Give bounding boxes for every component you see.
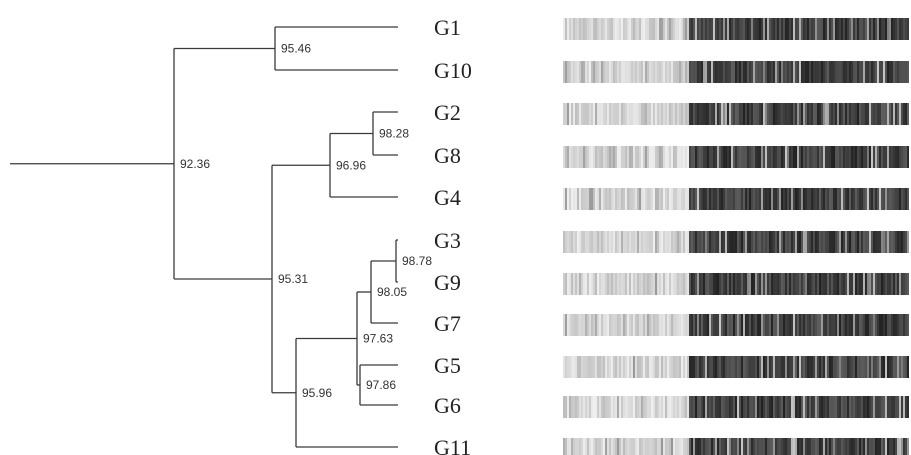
similarity-labels: 95.46 98.28 96.96 98.78 98.05 97.86 97.63 95.96… [180,42,432,400]
similarity-label: 98.28 [379,127,409,141]
gel-lane [563,438,909,455]
similarity-label: 98.05 [377,285,407,299]
similarity-label: 97.86 [366,378,396,392]
leaf-label: G1 [434,15,461,40]
leaf-label: G3 [434,228,461,253]
similarity-label: 98.78 [402,254,432,268]
leaf-label: G5 [434,353,461,378]
leaf-label: G2 [434,100,461,125]
leaf-label: G7 [434,311,461,336]
gel-lane [563,314,909,336]
gel-lane [563,231,909,253]
similarity-label: 95.46 [281,42,311,56]
similarity-label: 95.96 [302,386,332,400]
gel-lane [563,273,909,295]
similarity-label: 95.31 [278,272,308,286]
similarity-label: 92.36 [180,157,210,171]
gel-lane [563,146,909,168]
leaf-label: G6 [434,393,461,418]
leaf-label: G11 [434,435,471,455]
leaf-label: G10 [434,58,472,83]
gel-lane [563,61,909,83]
gel-lane [563,396,909,418]
gel-lanes [563,18,909,455]
leaf-label: G9 [434,270,461,295]
gel-lane [563,356,909,378]
gel-lane [563,18,909,40]
similarity-label: 96.96 [336,158,366,172]
dendrogram-tree [10,26,398,448]
leaf-label: G8 [434,143,461,168]
similarity-label: 97.63 [363,332,393,346]
leaf-label: G4 [434,185,461,210]
gel-lane [563,188,909,210]
gel-lane [563,103,909,125]
